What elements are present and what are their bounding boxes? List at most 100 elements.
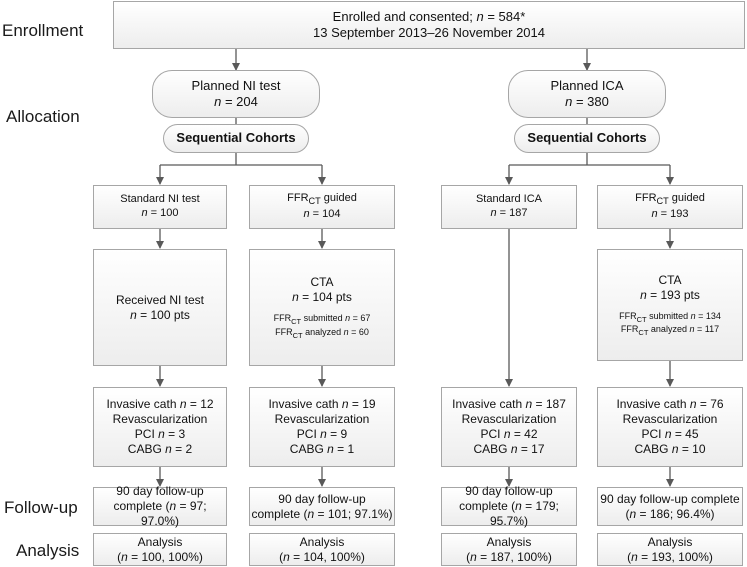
planned-ica-count: n = 380 [565,94,609,110]
n-value: = 193 [657,207,689,220]
analysis-line2: (n = 100, 100%) [117,550,203,565]
n-label: n [341,397,349,411]
n-value: = 67 [350,313,371,324]
arm-standard-ni-title: Standard NI test [120,193,200,207]
n-label: n [510,442,518,456]
arm-title-text: FFR [287,192,309,205]
submitted-label: submitted [301,313,346,324]
sequential-cohorts-right: Sequential Cohorts [514,124,660,153]
planned-ica-title: Planned ICA [550,77,624,93]
planned-ni-title: Planned NI test [191,77,281,93]
arm-ffrct-right-box: FFRCT guided n = 193 [597,185,743,229]
planned-ni-box: Planned NI test n = 204 [152,70,320,118]
n-value: = 134 [695,310,721,321]
followup-line1: 90 day follow-up [116,484,204,498]
arm-title-suffix: guided [320,192,357,205]
revascularization-label: Revascularization [274,412,370,426]
cabg-label: CABG [634,442,672,456]
pci-label: PCI [134,427,159,441]
analysis-value: = 187, 100%) [476,549,552,564]
analysis-standard-ni-box: Analysis (n = 100, 100%) [93,533,227,566]
n-label: n [307,506,315,521]
pci-line: PCI n = 3 [135,427,185,442]
analyzed-label: analyzed [648,324,690,334]
outcome-ffrct-left-box: Invasive cath n = 19 Revascularization P… [249,387,395,467]
arm-ffrct-left-box: FFRCT guided n = 104 [249,185,395,229]
cta-left-analyzed: FFRCT analyzed n = 60 [275,327,369,340]
stage-label-enrollment: Enrollment [2,21,84,40]
analysis-prefix: ( [279,549,284,564]
arm-ffrct-right-title: FFRCT guided [635,192,705,208]
stage-label-followup: Follow-up [4,498,78,517]
arm-standard-ni-box: Standard NI test n = 100 [93,185,227,229]
received-ni-test-title: Received NI test [115,292,205,307]
cta-right-submitted: FFRCT submitted n = 134 [619,311,721,324]
followup-line2: complete (n = 101; 97.1%) [251,507,392,522]
analysis-line2: (n = 193, 100%) [627,550,713,565]
cta-left-count: n = 104 pts [292,290,352,305]
analysis-value: = 100, 100%) [127,549,203,564]
analysis-prefix: ( [117,549,122,564]
analysis-line1: Analysis [486,534,532,549]
cabg-label: CABG [127,442,166,456]
enrollment-date-range: 13 September 2013–26 November 2014 [313,25,545,40]
ffr-subscript: CT [638,327,649,337]
n-label: n [141,207,148,219]
enrollment-label: Enrolled and consented; [332,8,477,24]
analyzed-label: analyzed [302,326,344,337]
arm-ffrct-left-count: n = 104 [303,208,340,222]
n-value: = 187 [496,207,528,219]
invasive-cath-line: Invasive cath n = 19 [268,397,375,412]
n-value: = 42 [510,427,538,441]
n-value: = 380 [572,94,609,109]
n-label: n [470,549,477,564]
invasive-cath-line: Invasive cath n = 12 [106,397,213,412]
revascularization-label: Revascularization [461,412,557,426]
enrollment-count-line: Enrolled and consented; n = 584* [333,9,526,25]
outcome-standard-ni-box: Invasive cath n = 12 Revascularization P… [93,387,227,467]
arm-standard-ica-box: Standard ICA n = 187 [441,185,577,229]
cta-right-analyzed: FFRCT analyzed n = 117 [621,324,719,337]
outcome-standard-ica-box: Invasive cath n = 187 Revascularization … [441,387,577,467]
n-label: n [689,324,695,334]
sequential-cohorts-label: Sequential Cohorts [527,130,647,146]
ffr-label: FFR [620,324,639,334]
analysis-ffrct-right-box: Analysis (n = 193, 100%) [597,533,743,566]
invasive-cath-line: Invasive cath n = 187 [452,397,566,412]
n-label: n [345,313,351,324]
ffr-subscript: CT [636,314,647,324]
arm-title-text: FFR [635,192,657,205]
n-value: = 104 [309,207,341,220]
n-label: n [320,427,327,441]
received-ni-test-count: n = 100 pts [130,308,190,323]
arm-standard-ica-title: Standard ICA [476,193,542,207]
cath-label: Invasive cath [452,397,526,411]
arm-title-text: Standard NI test [120,193,200,206]
cabg-label: CABG [473,442,511,456]
n-label: n [640,287,647,302]
followup-ffrct-left-box: 90 day follow-up complete (n = 101; 97.1… [249,487,395,526]
followup-line2: complete (n = 179; 95.7%) [442,499,576,529]
arm-title-suffix: guided [668,192,705,205]
n-value: = 17 [517,442,545,456]
arm-standard-ni-count: n = 100 [141,207,178,221]
sequential-cohorts-left: Sequential Cohorts [163,124,309,153]
n-label: n [165,442,172,456]
n-value: = 76 [696,397,724,411]
ffr-subscript: CT [291,317,302,327]
cta-left-box: CTA n = 104 pts FFRCT submitted n = 67 F… [249,249,395,366]
followup-standard-ni-box: 90 day follow-up complete (n = 97; 97.0%… [93,484,227,528]
n-value: = 1 [333,442,355,456]
pci-line: PCI n = 42 [480,427,537,442]
stage-label-allocation: Allocation [6,107,80,126]
n-value: = 104 pts [298,290,352,305]
cath-label: Invasive cath [106,397,180,411]
followup-standard-ica-box: 90 day follow-up complete (n = 179; 95.7… [441,484,577,529]
arm-title-subscript: CT [656,196,669,207]
n-label: n [671,442,679,456]
n-value: = 9 [326,427,348,441]
cabg-line: CABG n = 2 [128,442,192,457]
enrollment-n-label: n [476,8,484,24]
